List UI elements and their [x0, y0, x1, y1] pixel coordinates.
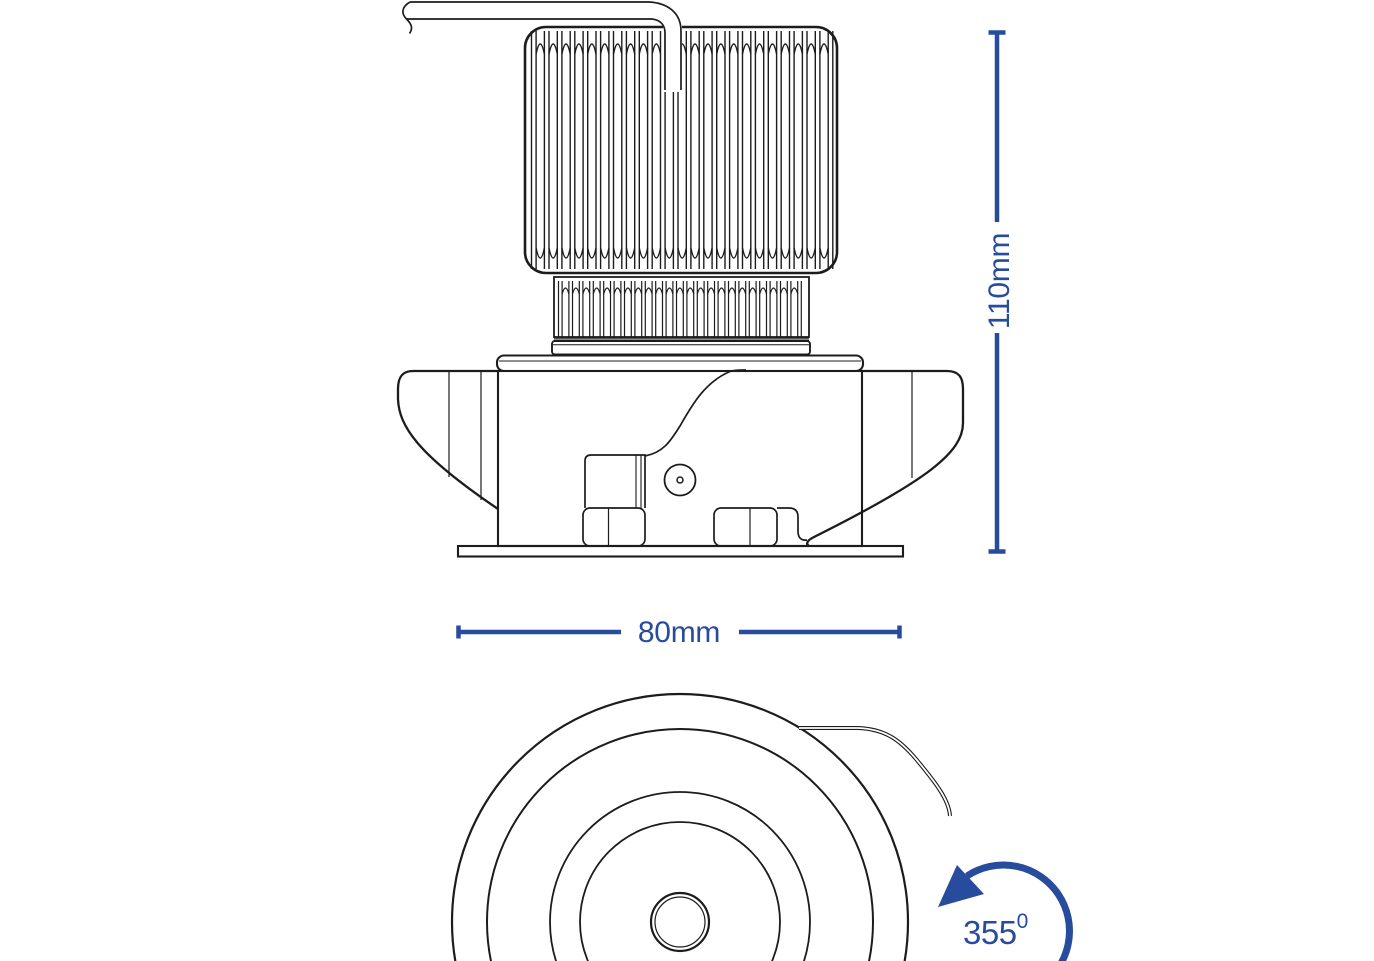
adjustment-screw-center	[676, 476, 684, 484]
rotation-angle-value: 355	[963, 914, 1017, 951]
reflector-circle	[549, 791, 811, 961]
housing-body	[496, 369, 864, 548]
cable-edge	[410, 1, 682, 90]
heatsink-neck-fins	[557, 281, 802, 337]
terminal-step	[777, 507, 808, 541]
rotation-angle-superscript: 0	[1017, 910, 1029, 933]
cable-edge	[406, 18, 666, 90]
counterclockwise-rotation-arrow-icon	[965, 861, 1073, 961]
lens-circle	[649, 891, 711, 953]
housing-flange	[495, 354, 865, 373]
rotation-arrowhead-icon	[938, 865, 984, 907]
terminal-block-left	[582, 507, 646, 547]
rotation-annotation: 3550	[938, 861, 1073, 961]
collar-ring	[551, 340, 811, 356]
lens-inner-circle	[654, 896, 706, 948]
bezel-circle	[486, 728, 874, 961]
dimension-labels: 110mm 80mm	[638, 233, 1016, 649]
terminal-block-right	[713, 507, 778, 547]
adjustment-screw	[663, 463, 697, 497]
power-cable-side	[402, 1, 682, 92]
trim-ring-plate	[456, 544, 905, 558]
right-spring-clip	[806, 369, 965, 547]
left-spring-clip	[396, 369, 499, 510]
height-dimension-label: 110mm	[983, 233, 1016, 329]
inner-profile-curve	[644, 369, 747, 457]
dimension-lines	[456, 30, 1006, 639]
downlight-bottom-view	[450, 692, 952, 961]
cable-end-hook	[402, 1, 413, 34]
trim-ring-outer-circle	[450, 692, 910, 961]
width-dimension-label: 80mm	[638, 616, 720, 649]
inner-bracket-box	[584, 454, 646, 508]
reflector-inner-circle	[579, 821, 781, 961]
heatsink-fins	[530, 31, 834, 269]
heatsink-neck-outline	[553, 276, 810, 338]
downlight-side-view	[396, 25, 965, 558]
power-cable-bottom-core	[799, 727, 951, 817]
rotation-angle-label: 3550	[963, 910, 1028, 951]
cable-occluder	[663, 21, 682, 92]
